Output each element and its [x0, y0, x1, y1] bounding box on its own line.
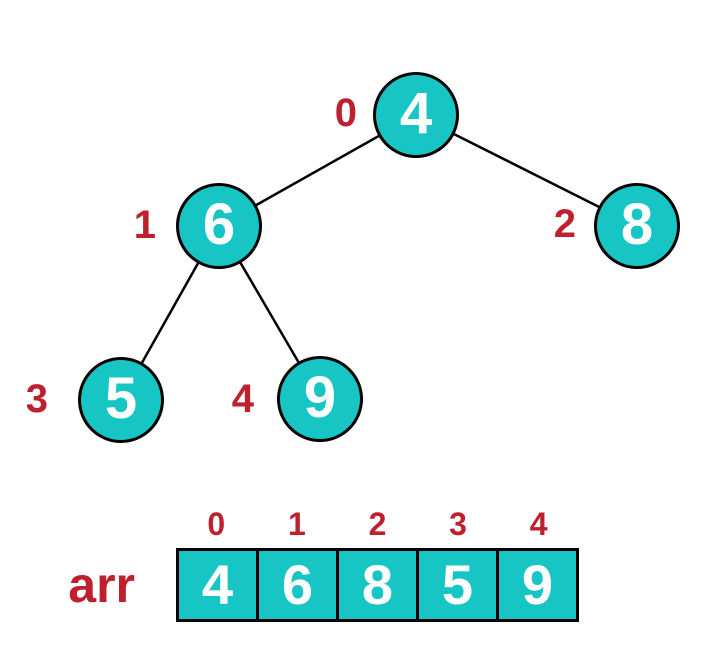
array-cell-4: 9	[499, 551, 576, 619]
tree-node-0: 4	[373, 72, 459, 158]
node-value: 8	[620, 192, 654, 257]
tree-node-2: 8	[594, 183, 680, 269]
node-index-label-1: 1	[133, 203, 156, 247]
array-index-2: 2	[368, 506, 387, 542]
array-cell-0: 4	[179, 551, 259, 619]
node-index-label-3: 3	[25, 377, 48, 421]
node-value: 9	[303, 365, 337, 430]
tree-node-3: 5	[78, 357, 164, 443]
tree-node-1: 6	[176, 183, 262, 269]
array-index-4: 4	[529, 506, 548, 542]
array-cell-1: 6	[259, 551, 339, 619]
node-index-label-0: 0	[334, 91, 357, 135]
array-index-3: 3	[449, 506, 467, 542]
array-index-row: 0 1 2 3 4	[176, 506, 579, 542]
array-index-1: 1	[287, 506, 306, 542]
node-value: 4	[399, 81, 433, 146]
node-value: 6	[202, 192, 236, 257]
node-index-label-2: 2	[553, 202, 576, 246]
array-cells: 4 6 8 5 9	[176, 548, 579, 622]
array-cell-2: 8	[339, 551, 419, 619]
tree-node-4: 9	[277, 356, 363, 442]
array-cell-3: 5	[419, 551, 499, 619]
array-index-0: 0	[207, 506, 226, 542]
node-index-label-4: 4	[231, 377, 254, 421]
array-name-label: arr	[68, 557, 135, 613]
node-value: 5	[104, 366, 138, 431]
